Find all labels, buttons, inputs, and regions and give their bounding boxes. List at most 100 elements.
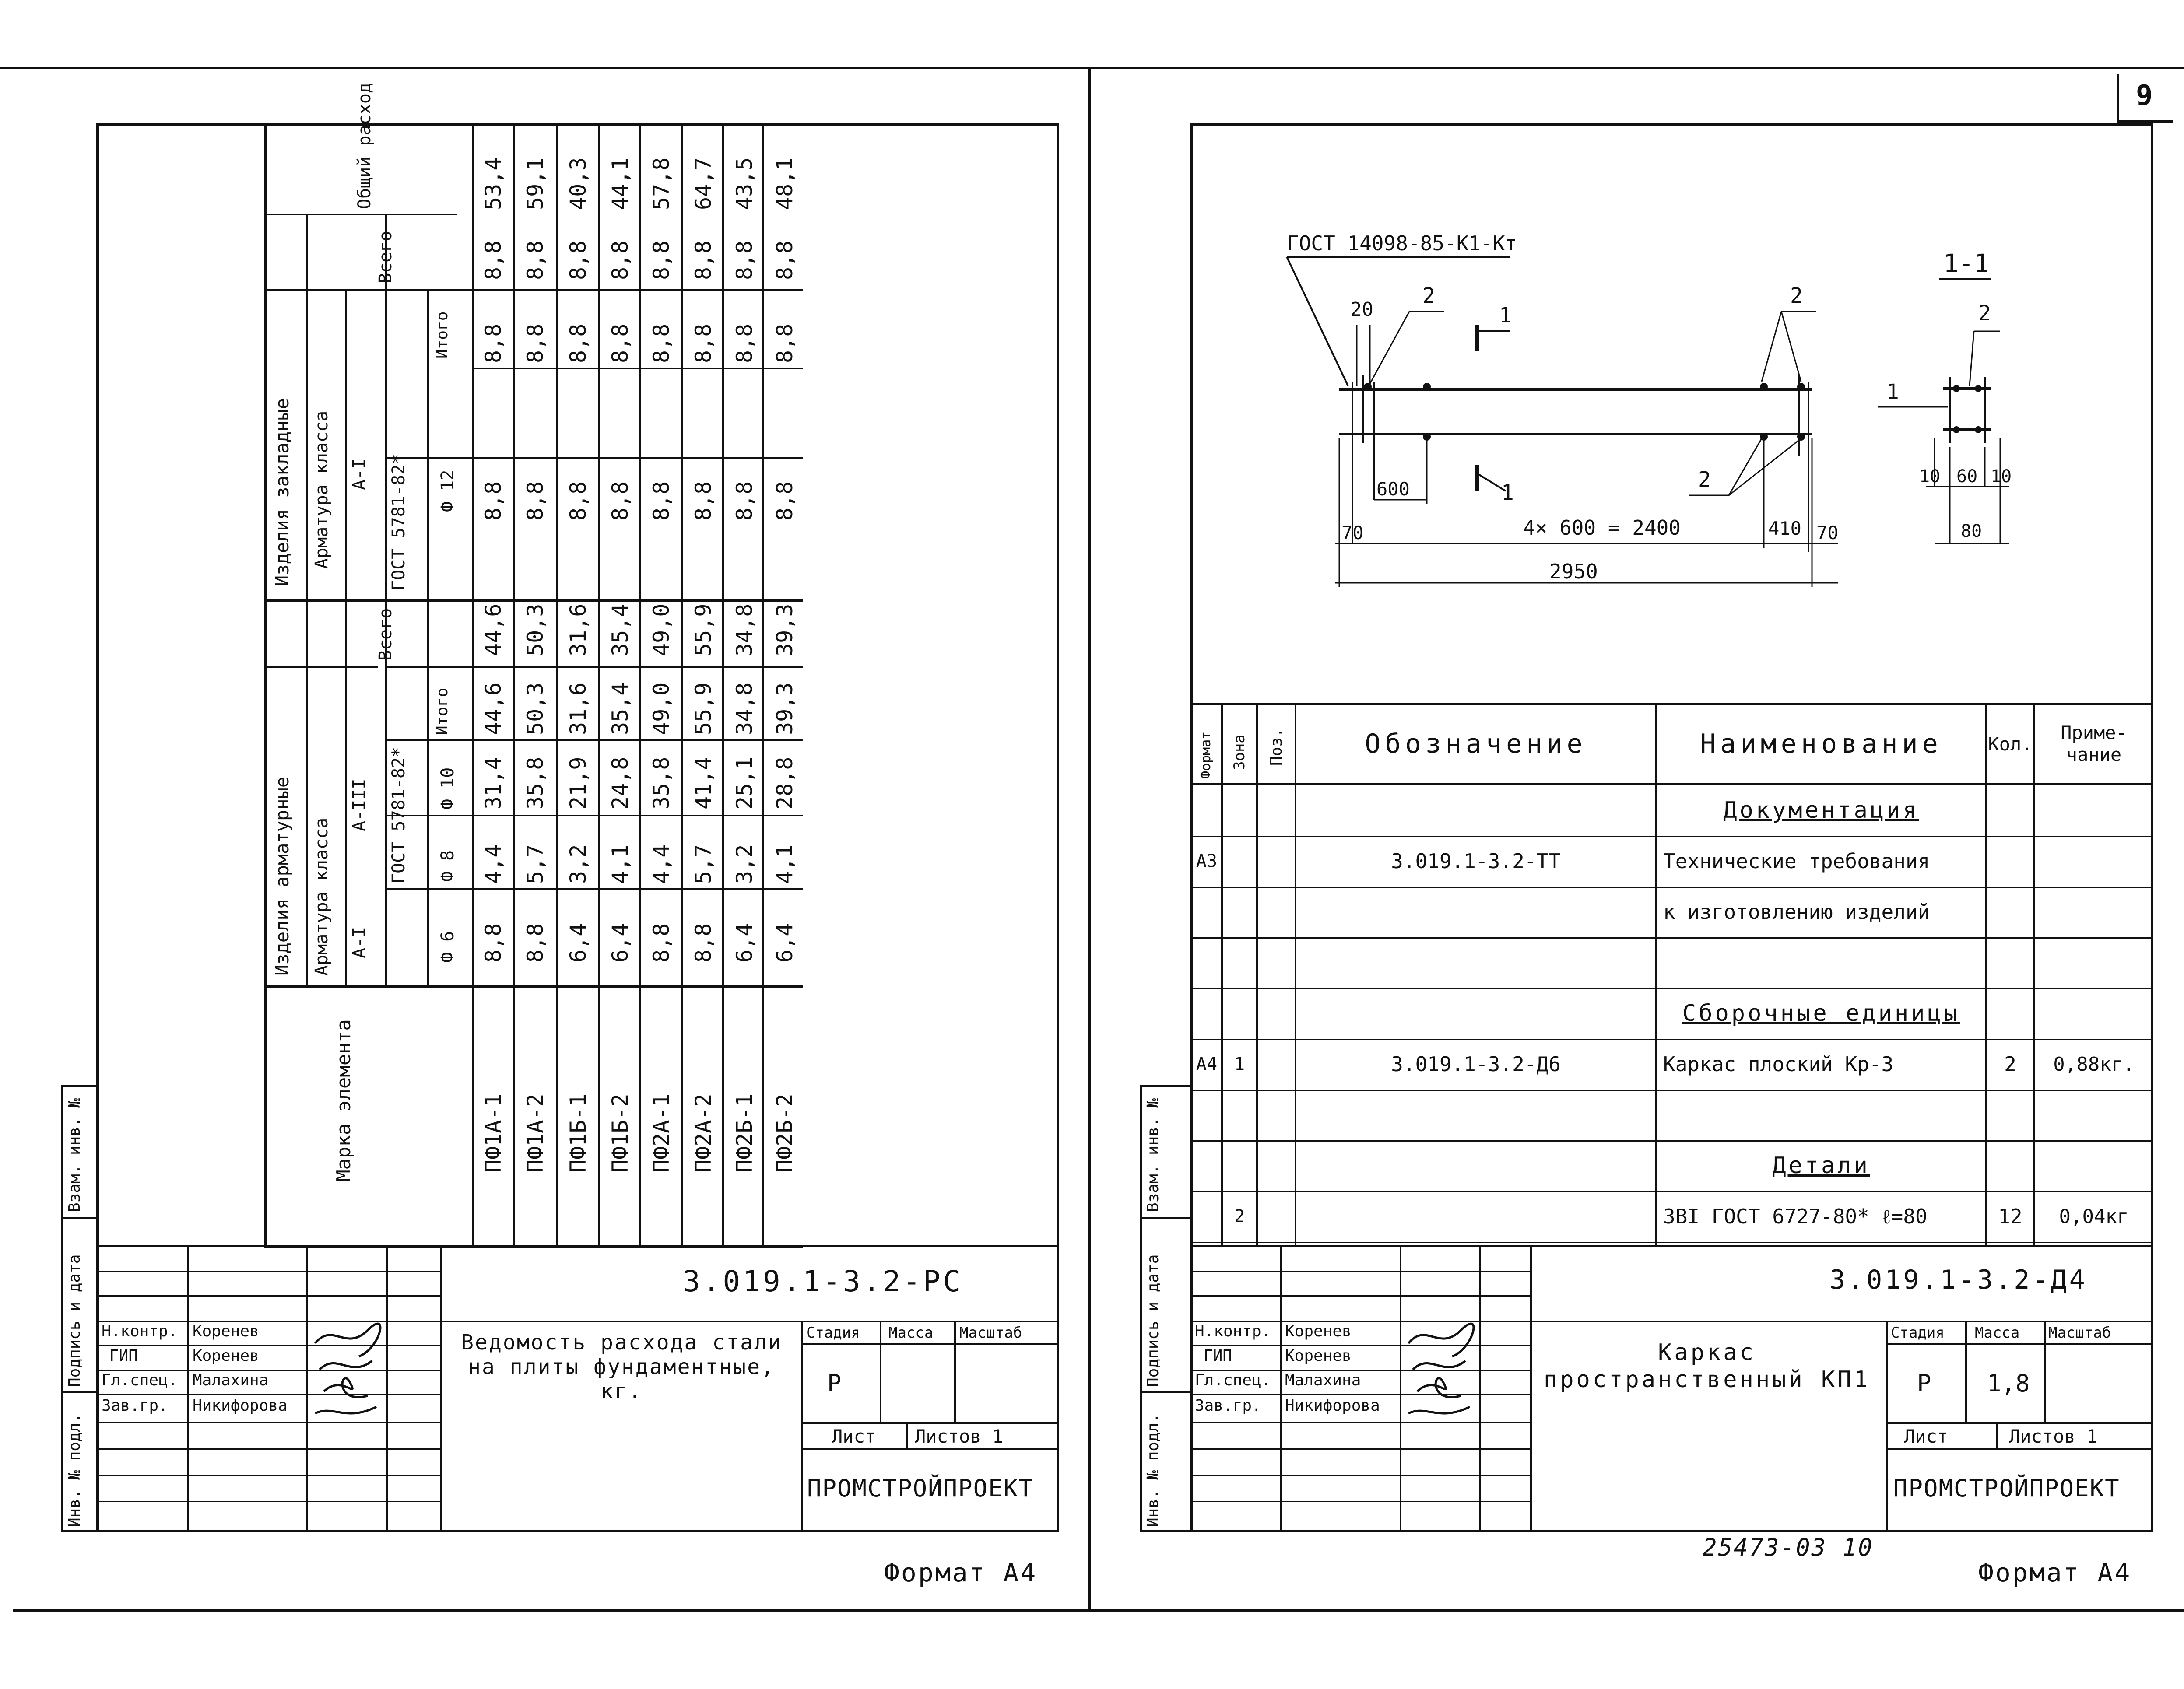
row-sep: [513, 123, 515, 1248]
left-signer-role-4: Зав.гр.: [102, 1397, 168, 1415]
spec-row-line: [1190, 988, 2153, 989]
table-cell-marka: ПФ1А-2: [523, 1093, 548, 1173]
tb-line: [1400, 1245, 1401, 1532]
table-cell-d6: 6,4: [772, 923, 797, 963]
table-cell-marka: ПФ2А-2: [691, 1093, 716, 1173]
tb-line: [306, 1245, 308, 1532]
table-cell-d8: 5,7: [691, 844, 716, 884]
spec-cell-poz: [1258, 1140, 1295, 1191]
frame-drawing: ГОСТ 14098-85-К1-Кт 20 2 1 2 1 2 600 70 …: [1286, 231, 2012, 587]
spec-cell-prim: [2035, 937, 2152, 988]
spec-cell-kol: [1987, 887, 2033, 937]
spec-row-line: [1190, 1090, 2153, 1091]
spec-cell-kol: [1987, 785, 2033, 836]
table-cell-itogo2: 8,8: [565, 323, 591, 363]
spec-header-kol: Кол.: [1988, 733, 2033, 755]
spec-header-line: [1190, 783, 2153, 785]
right-podpis-data: Подпись и дата: [1144, 1254, 1162, 1387]
table-cell-d8: 5,7: [523, 844, 548, 884]
spec-cell-poz: [1258, 836, 1295, 887]
tb-line: [96, 1422, 440, 1423]
right-signer-name-2: Коренев: [1285, 1347, 1352, 1365]
spec-cell-kol: [1987, 937, 2033, 988]
spec-cell-obozn: [1296, 937, 1655, 988]
right-signer-role-1: Н.контр.: [1195, 1322, 1271, 1340]
spec-cell-format: [1192, 988, 1221, 1039]
tb-line: [96, 1394, 440, 1395]
header-class-a1: А-I: [349, 926, 369, 958]
spec-header-poz: Поз.: [1268, 728, 1285, 766]
table-cell-d6: 8,8: [649, 923, 674, 963]
tb-line: [1190, 1501, 1530, 1502]
left-signer-name-3: Малахина: [193, 1371, 269, 1389]
callout-2a: 2: [1422, 284, 1435, 308]
table-cell-itogo: 35,4: [607, 682, 633, 735]
spec-cell-poz: [1258, 1191, 1295, 1242]
table-cell-d10: 25,1: [732, 757, 757, 809]
header-itogo-embedded: Итого: [433, 311, 451, 359]
left-doc-title: Ведомость расхода стали на плиты фундаме…: [461, 1330, 782, 1404]
table-cell-total: 53,4: [481, 157, 506, 210]
spec-cell-prim: [2035, 988, 2152, 1039]
spec-row-line: [1190, 1242, 2153, 1243]
spec-cell-obozn: [1296, 1140, 1655, 1191]
left-stadia-label: Стадия: [806, 1324, 860, 1342]
right-signer-role-4: Зав.гр.: [1195, 1397, 1261, 1415]
tb-line: [1280, 1245, 1282, 1532]
spec-cell-kol: 12: [1998, 1205, 2022, 1228]
col-sep: [385, 457, 803, 459]
table-cell-itogo: 55,9: [691, 682, 716, 735]
side-stamp-sep: [1140, 1391, 1193, 1393]
spec-row-line: [1190, 1039, 2153, 1040]
spec-cell-naim: Каркас плоский Кр-3: [1663, 1052, 1894, 1076]
table-cell-vsego: 44,6: [481, 603, 506, 656]
table-cell-total: 40,3: [565, 157, 591, 210]
spec-cell-format: А4: [1196, 1054, 1218, 1074]
spec-cell-kol: [1987, 1090, 2033, 1140]
table-cell-vsego2: 8,8: [691, 240, 716, 280]
left-list-label: Лист: [832, 1426, 876, 1447]
spec-cell-format: [1192, 1140, 1221, 1191]
tb-line: [1190, 1475, 1530, 1476]
spec-cell-naim: к изготовлению изделий: [1663, 900, 1930, 924]
tb-line: [1190, 1295, 1530, 1297]
spec-cell-kol: [1987, 988, 2033, 1039]
tb-line: [96, 1448, 440, 1450]
tb-line: [96, 1370, 440, 1371]
header-gost-embedded: ГОСТ 5781-82*: [389, 453, 409, 591]
spec-cell-zona: 1: [1234, 1054, 1245, 1074]
header-d12: Ф 12: [438, 470, 458, 512]
spec-cell-obozn: 3.019.1-3.2-ТТ: [1391, 849, 1561, 873]
row-sep: [598, 123, 600, 1248]
spec-col: [1295, 703, 1296, 1245]
table-cell-itogo: 49,0: [649, 682, 674, 735]
table-cell-itogo2: 8,8: [481, 323, 506, 363]
section-callout-2: 2: [1978, 301, 1991, 326]
tb-line: [96, 1345, 440, 1346]
section-label: 1-1: [1943, 249, 1989, 278]
table-cell-itogo2: 8,8: [772, 323, 797, 363]
tb-line: [96, 1295, 440, 1297]
side-stamp-sep: [61, 1391, 99, 1393]
table-cell-marka: ПФ2Б-2: [772, 1093, 797, 1173]
spec-col: [2033, 703, 2035, 1245]
header-group-rebar: Изделия арматурные: [271, 776, 293, 976]
spec-cell-prim: 0,04кг: [2059, 1205, 2129, 1228]
dim-total: 2950: [1549, 560, 1598, 583]
table-cell-itogo: 31,6: [565, 682, 591, 735]
table-cell-vsego2: 8,8: [523, 240, 548, 280]
spec-cell-format: [1192, 785, 1221, 836]
spec-cell-zona: 2: [1234, 1206, 1245, 1226]
right-vzam-inv: Взам. инв. №: [1144, 1098, 1162, 1212]
spec-cell-naim: Детали: [1772, 1153, 1870, 1179]
left-format-label: Формат А4: [884, 1558, 1038, 1587]
right-list-label: Лист: [1904, 1426, 1949, 1447]
table-cell-d12: 8,8: [691, 481, 716, 521]
header-obshchiy: Общий расход: [355, 83, 375, 209]
right-signer-name-1: Коренев: [1285, 1322, 1352, 1340]
table-cell-itogo2: 8,8: [607, 323, 633, 363]
table-cell-itogo: 34,8: [732, 682, 757, 735]
hline-3: [264, 985, 803, 988]
spec-cell-poz: [1258, 1090, 1295, 1140]
vline-header-end: [472, 123, 474, 1248]
